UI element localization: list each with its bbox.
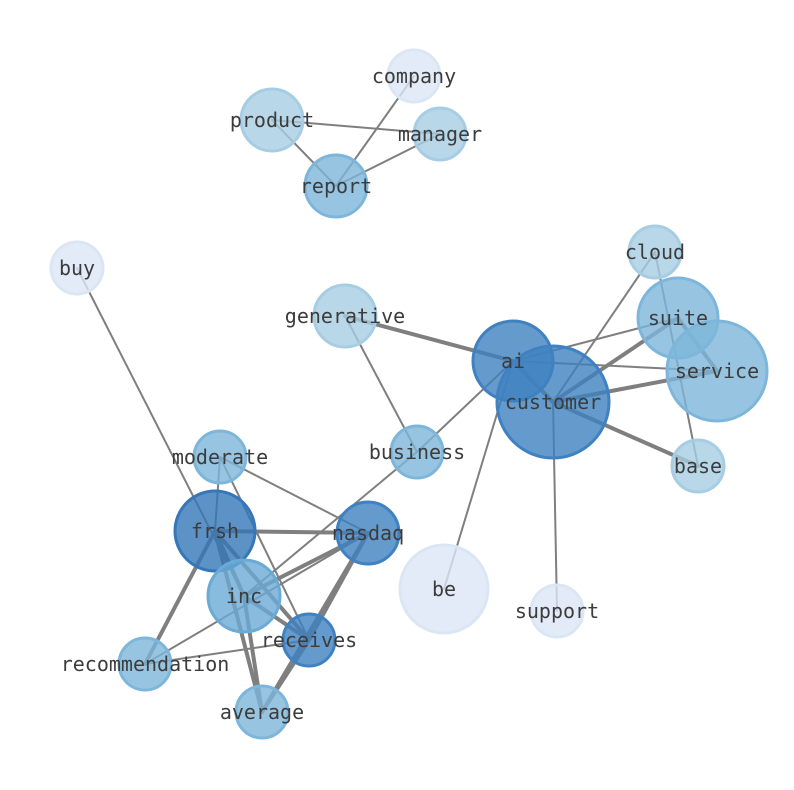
node-moderate (192, 429, 248, 485)
node-label-manager: manager (398, 122, 482, 146)
node-support (529, 583, 585, 639)
edge-moderate-receives (219, 456, 310, 641)
node-business (389, 424, 445, 480)
node-company (386, 48, 442, 104)
node-label-nasdaq: nasdaq (332, 521, 404, 545)
node-label-suite: suite (648, 306, 708, 330)
node-layer (49, 48, 769, 740)
edge-business-inc (243, 451, 418, 597)
node-label-support: support (515, 599, 599, 623)
node-cloud (627, 224, 683, 280)
node-label-service: service (675, 359, 759, 383)
node-label-business: business (369, 440, 465, 464)
node-label-buy: buy (59, 256, 95, 280)
node-label-customer: customer (505, 390, 601, 414)
node-generative (312, 283, 378, 349)
node-label-recommendation: recommendation (61, 652, 230, 676)
node-base (670, 438, 726, 494)
node-label-frsh: frsh (191, 519, 239, 543)
edge-layer (76, 75, 719, 714)
node-report (303, 153, 369, 219)
node-recommendation (117, 636, 173, 692)
node-service (665, 319, 769, 423)
node-label-average: average (220, 700, 304, 724)
node-label-ai: ai (501, 349, 525, 373)
node-inc (206, 558, 282, 634)
node-label-inc: inc (226, 584, 262, 608)
node-label-be: be (432, 577, 456, 601)
node-customer (495, 344, 611, 460)
node-label-base: base (674, 454, 722, 478)
node-frsh (173, 489, 257, 573)
node-be (398, 543, 490, 635)
node-label-moderate: moderate (172, 445, 268, 469)
edge-receives-recommendation (144, 639, 310, 665)
node-nasdaq (335, 500, 401, 566)
node-receives (281, 612, 337, 668)
node-label-product: product (230, 108, 314, 132)
node-label-generative: generative (285, 304, 405, 328)
node-average (234, 684, 290, 740)
node-label-receives: receives (261, 628, 357, 652)
node-label-company: company (372, 64, 456, 88)
node-label-report: report (300, 174, 372, 198)
node-product (239, 87, 305, 153)
node-buy (49, 240, 105, 296)
node-label-cloud: cloud (625, 240, 685, 264)
node-manager (412, 106, 468, 162)
label-layer: company product manager report buy cloud suite… (59, 64, 759, 724)
